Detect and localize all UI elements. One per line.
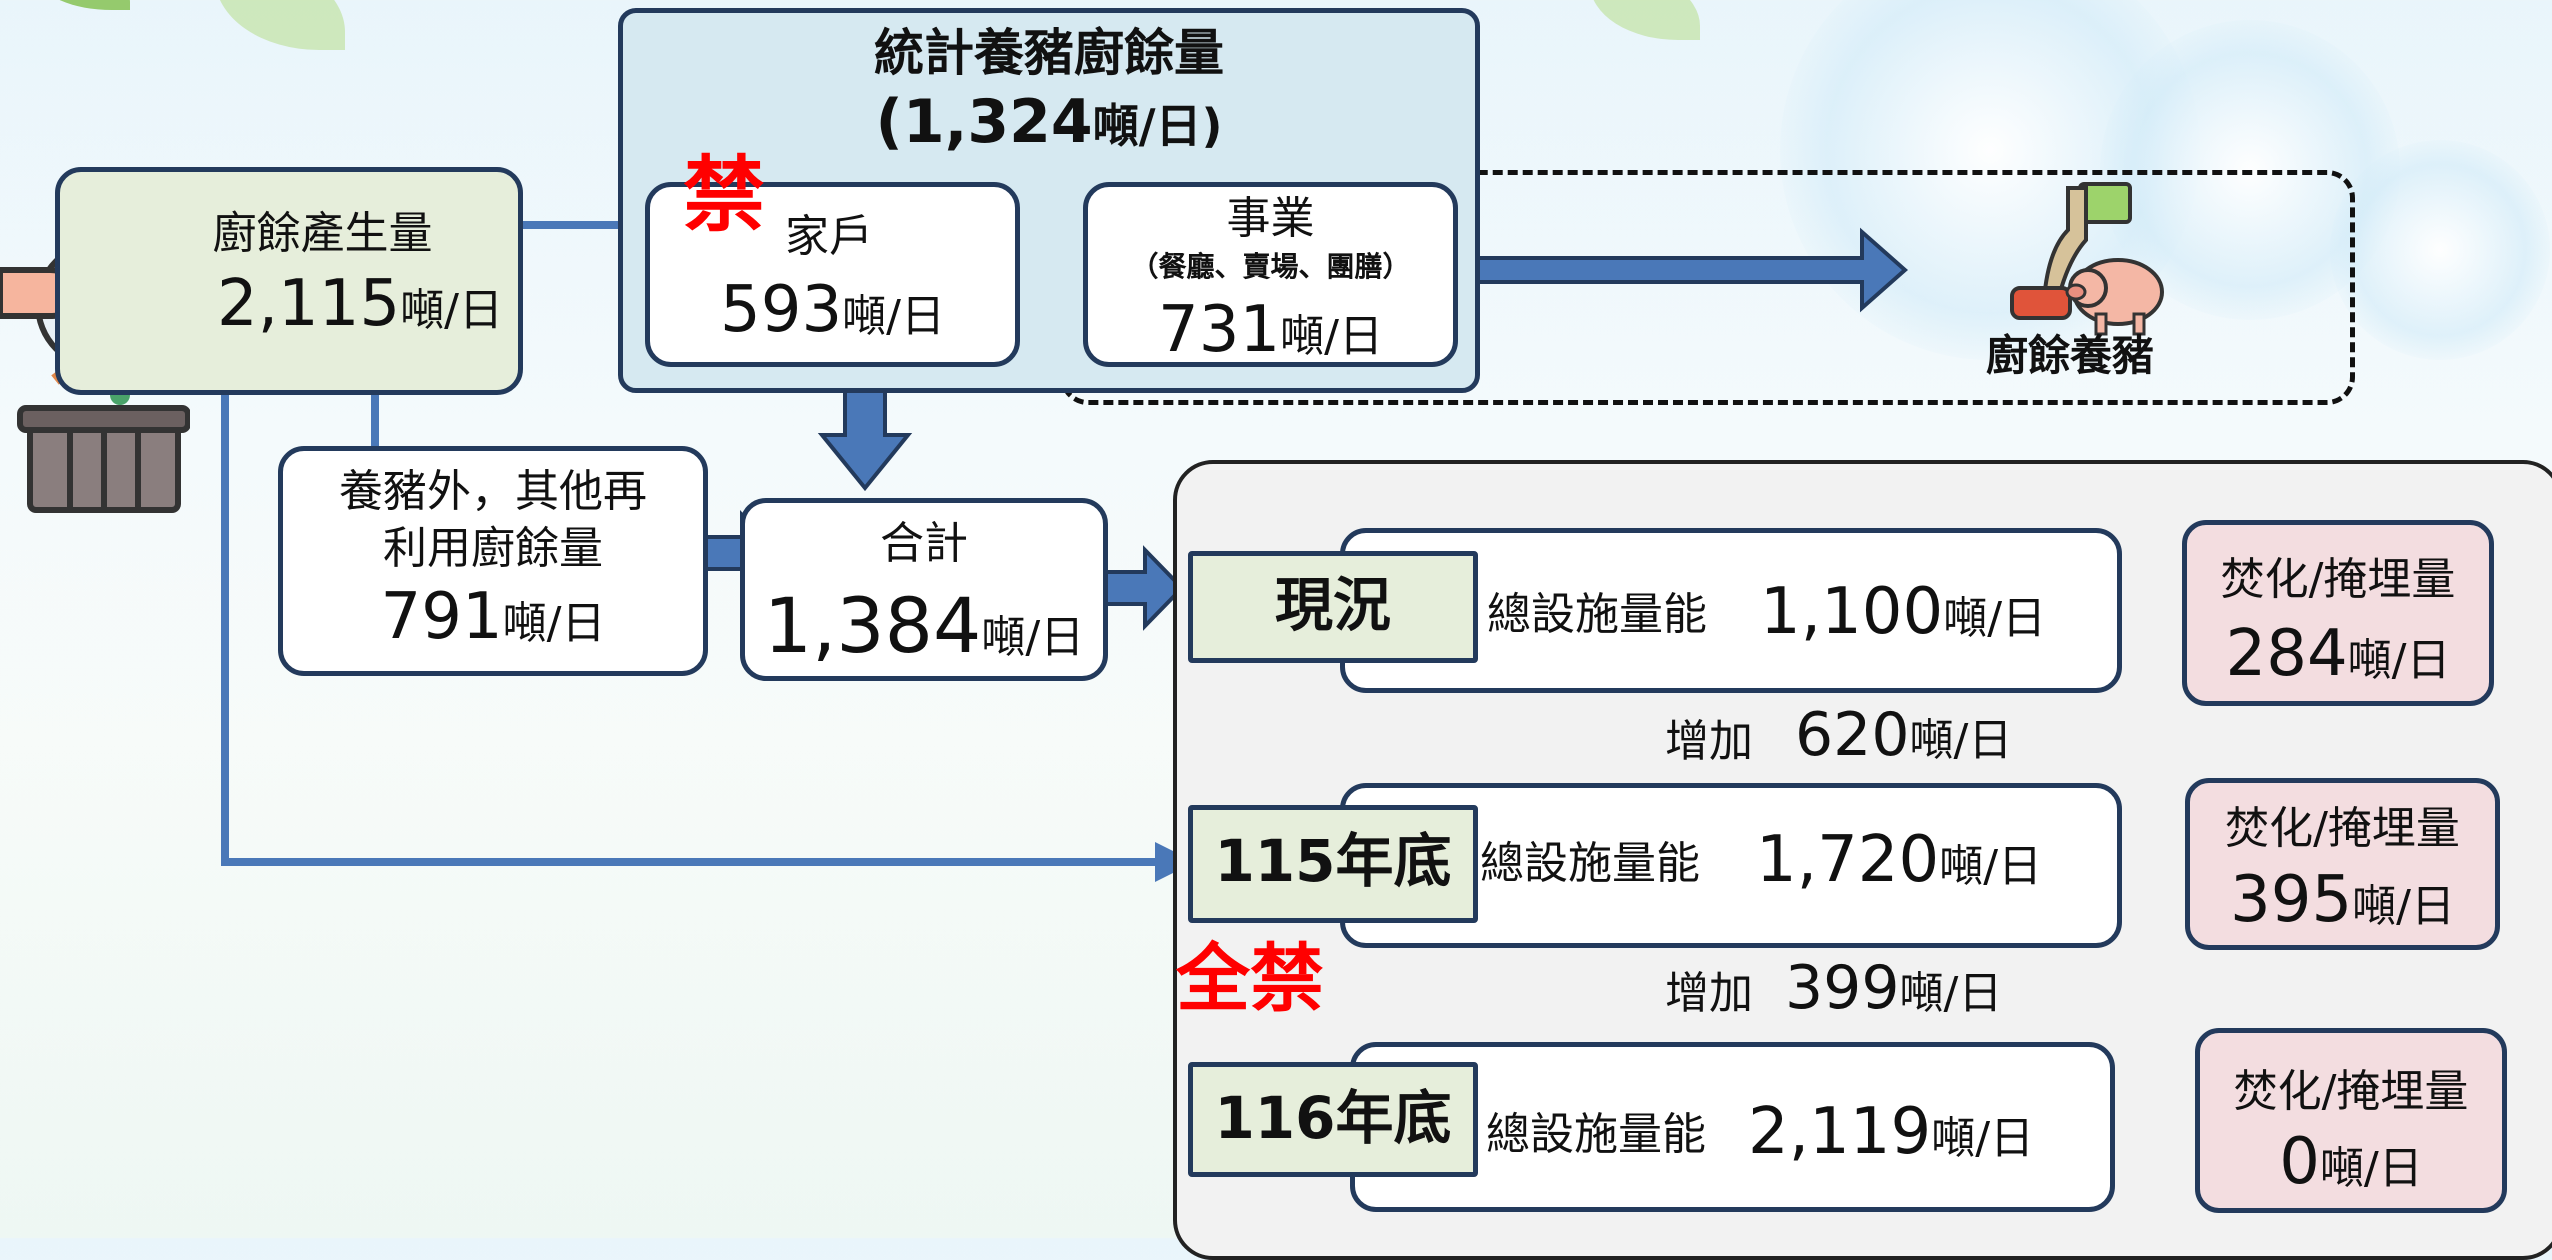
stage-current-burn-label: 焚化/掩埋量 — [2220, 554, 2456, 605]
household-box — [645, 182, 1020, 367]
household-value: 593噸/日 — [720, 273, 945, 347]
increase-2-label: 增加 — [1665, 968, 1753, 1019]
stage-current-burn-box — [2182, 520, 2494, 706]
total-value: 1,384噸/日 — [763, 581, 1085, 670]
stage-115-name: 115年底 — [1214, 827, 1452, 895]
stage-116-burn-box — [2195, 1028, 2507, 1213]
stage-116-name: 116年底 — [1214, 1084, 1452, 1152]
stage-115-capacity-value: 1,720噸/日 — [1756, 823, 2043, 897]
business-sublabel: （餐廳、賣場、團膳） — [1130, 250, 1411, 283]
increase-1-value: 620噸/日 — [1795, 700, 2013, 770]
bg-leaf — [40, 0, 130, 10]
pig-waste-stats-value: (1,324噸/日) — [875, 87, 1223, 157]
stage-115-burn-value: 395噸/日 — [2230, 863, 2455, 937]
pig-feeding-label: 廚餘養豬 — [1985, 331, 2154, 380]
other-reuse-box — [278, 446, 708, 676]
total-label: 合計 — [880, 518, 968, 569]
total-box — [740, 498, 1108, 681]
stage-116-burn-value: 0噸/日 — [2279, 1125, 2423, 1199]
household-label: 家戶 — [785, 211, 873, 262]
increase-1-label: 增加 — [1665, 716, 1753, 767]
stage-116-capacity-label: 總設施量能 — [1486, 1109, 1706, 1160]
stage-115-burn-box — [2185, 778, 2500, 950]
stage-current-burn-value: 284噸/日 — [2225, 617, 2451, 691]
stage-116-capacity-value: 2,119噸/日 — [1748, 1095, 2035, 1169]
other-reuse-label-line1: 養豬外，其他再 — [339, 466, 647, 517]
business-box — [1083, 182, 1458, 367]
food-waste-generation-label: 廚餘產生量 — [212, 208, 433, 259]
full-ban-mark: 全禁 — [1176, 936, 1324, 1022]
other-reuse-value: 791噸/日 — [380, 580, 606, 654]
ban-mark: 禁 — [683, 148, 766, 243]
bg-bubble — [2330, 140, 2550, 360]
food-waste-generation-value: 2,115噸/日 — [216, 267, 504, 341]
food-waste-generation-box — [55, 167, 523, 395]
stage-current-capacity-value: 1,100噸/日 — [1760, 575, 2047, 649]
stage-115-capacity-label: 總設施量能 — [1480, 838, 1700, 889]
business-label: 事業 — [1226, 193, 1315, 244]
stage-current-name: 現況 — [1274, 571, 1391, 639]
stage-current-capacity-label: 總設施量能 — [1487, 589, 1707, 640]
increase-2-value: 399噸/日 — [1785, 953, 2003, 1023]
stage-115-tag — [1188, 805, 1478, 923]
pig-feeding-icon — [2010, 182, 2164, 336]
other-reuse-label-line2: 利用廚餘量 — [383, 523, 603, 574]
stage-116-tag — [1188, 1062, 1478, 1177]
pig-waste-stats-title: 統計養豬廚餘量 — [874, 24, 1224, 82]
business-value: 731噸/日 — [1158, 293, 1383, 367]
stage-116-burn-label: 焚化/掩埋量 — [2233, 1066, 2469, 1117]
stage-115-burn-label: 焚化/掩埋量 — [2225, 803, 2460, 854]
stage-current-tag — [1188, 551, 1478, 663]
